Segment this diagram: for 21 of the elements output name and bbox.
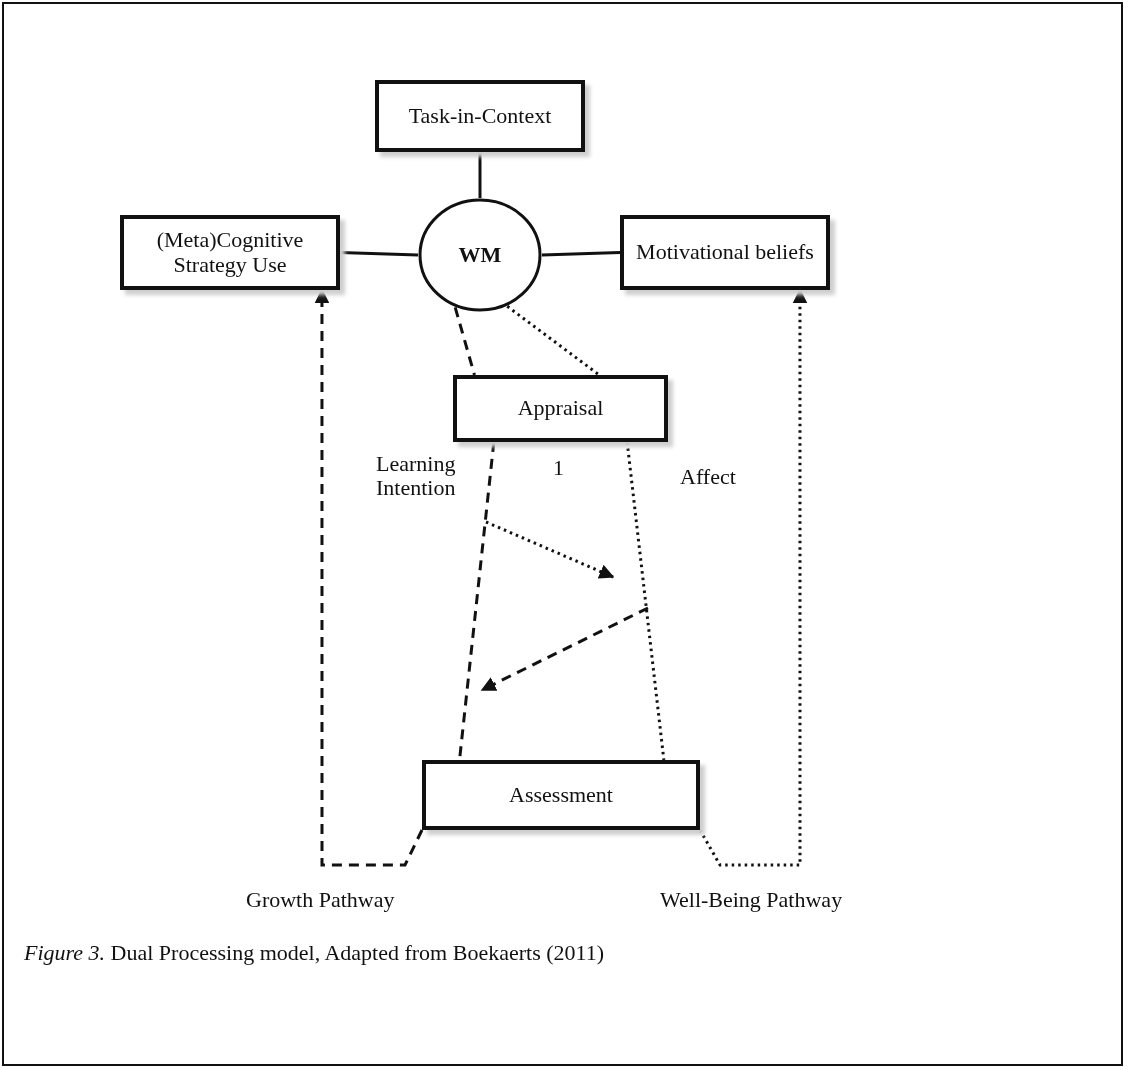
connector-line — [339, 251, 419, 257]
node-label: WM — [458, 242, 502, 268]
node-label: Task-in-Context — [408, 103, 552, 129]
process-box — [453, 375, 668, 442]
ellipse-node — [418, 198, 542, 312]
process-box — [422, 760, 700, 830]
arrow — [698, 288, 808, 867]
connector-line — [478, 152, 482, 198]
connector-line — [625, 441, 666, 761]
node-label: Appraisal — [517, 396, 604, 421]
arrow — [314, 288, 424, 867]
node-label: (Meta)Cognitive Strategy Use — [155, 228, 305, 277]
node-label: Assessment — [509, 782, 613, 808]
connector-line — [506, 305, 601, 377]
connector-line — [453, 307, 476, 376]
process-box — [120, 215, 340, 290]
connector-line — [541, 251, 621, 257]
process-box — [375, 80, 585, 152]
node-label: Motivational beliefs — [636, 240, 814, 265]
figure-caption: Figure 3. Dual Processing model, Adapted from Boekaerts (2011) — [24, 940, 605, 966]
process-box — [620, 215, 830, 290]
